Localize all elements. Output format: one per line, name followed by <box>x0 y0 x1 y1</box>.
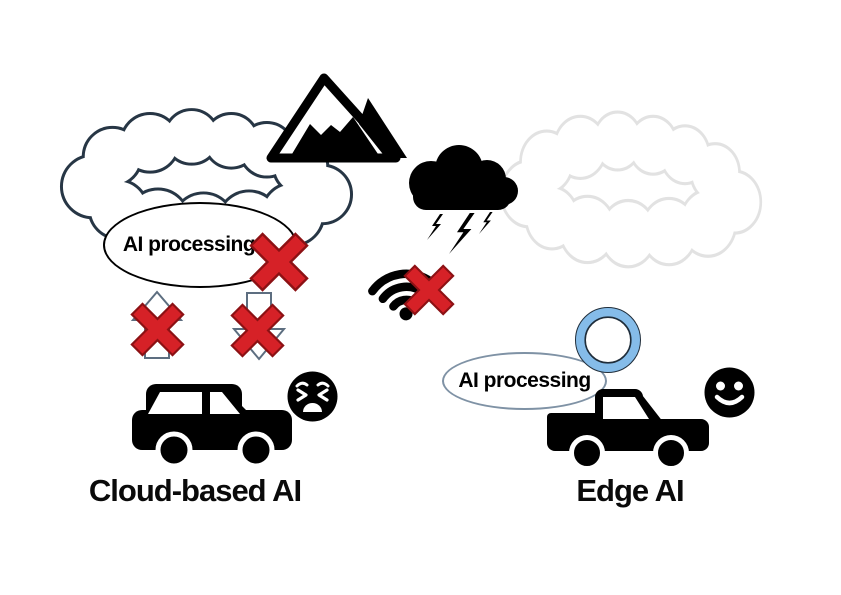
bubble-blocked-x-icon <box>249 232 309 292</box>
faded-cloud-outline-icon <box>497 120 763 261</box>
distressed-face-icon <box>287 371 338 422</box>
ai-processing-label-left: AI processing <box>122 233 256 256</box>
lightning-bolts-icon <box>427 212 493 254</box>
wifi-blocked-x-icon <box>403 264 455 316</box>
car-icon-right <box>547 389 709 471</box>
ai-processing-bubble-right: AI processing <box>442 352 607 410</box>
car-icon-left <box>132 384 292 469</box>
smiley-face-icon <box>704 367 755 418</box>
edge-ai-caption: Edge AI <box>576 473 684 508</box>
upload-blocked-x-icon <box>130 302 185 357</box>
ai-processing-label-right: AI processing <box>458 369 591 392</box>
storm-cloud-icon <box>409 145 518 254</box>
storm-cloud-body <box>409 145 518 210</box>
cloud-ai-caption: Cloud-based AI <box>88 473 302 508</box>
ok-ring-icon <box>574 306 642 374</box>
download-blocked-x-icon <box>230 303 285 358</box>
mountain-icon <box>266 73 407 163</box>
